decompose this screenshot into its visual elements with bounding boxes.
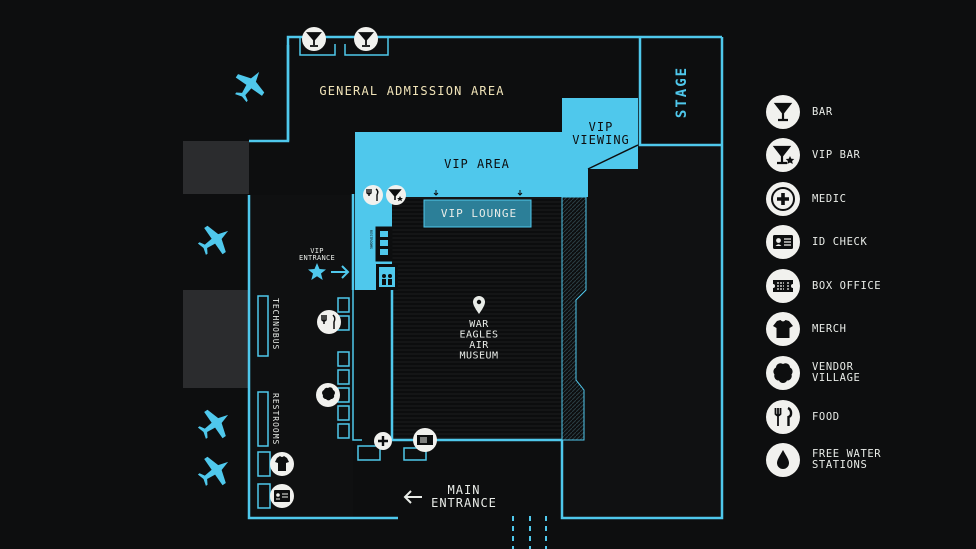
museum-building xyxy=(392,197,562,440)
legend-item-id-check: ID CHECK xyxy=(766,224,966,260)
map-food-icon[interactable] xyxy=(317,310,341,334)
map-box-office-icon[interactable] xyxy=(413,428,437,452)
legend-item-merch: MERCH xyxy=(766,311,966,347)
legend-label: BAR xyxy=(812,105,833,118)
main-entrance-arrow-icon xyxy=(403,490,422,504)
merch-icon xyxy=(766,312,800,346)
food-icon xyxy=(766,400,800,434)
general-admission-label: GENERAL ADMISSION AREA xyxy=(319,84,504,98)
legend-item-medic: MEDIC xyxy=(766,181,966,217)
legend-item-water: FREE WATER STATIONS xyxy=(766,442,966,478)
vip-area-label: VIP AREA xyxy=(444,157,510,171)
medic-icon xyxy=(766,182,800,216)
vip-viewing-divider xyxy=(587,144,639,170)
technobus-label: TECHNOBUS xyxy=(271,298,280,350)
vip-lounge-label[interactable]: VIP LOUNGE xyxy=(441,207,517,220)
location-pin xyxy=(473,296,485,314)
legend-label: VIP BAR xyxy=(812,148,861,161)
legend-item-bar: BAR xyxy=(766,94,966,130)
stage-label: STAGE xyxy=(674,66,690,118)
vip-lounge[interactable] xyxy=(423,199,532,228)
legend-label: MEDIC xyxy=(812,192,847,205)
vip-restrooms-label: RESTROOMS xyxy=(369,230,373,249)
map-merch-icon[interactable] xyxy=(270,452,294,476)
parking-block-top xyxy=(183,141,249,194)
legend-label: BOX OFFICE xyxy=(812,279,882,292)
map-bar-icon[interactable] xyxy=(302,27,326,51)
map-food-icon[interactable] xyxy=(363,185,383,205)
vip-entrance-arrow-icon xyxy=(331,265,350,279)
map-vip-bar-icon[interactable] xyxy=(386,185,406,205)
venue-outline xyxy=(247,35,724,520)
legend-label: MERCH xyxy=(812,322,847,335)
map-medic-icon[interactable] xyxy=(374,432,392,450)
map-vendor-village-icon[interactable] xyxy=(316,383,340,407)
vip-entrance-star-icon xyxy=(308,263,326,280)
water-icon xyxy=(766,443,800,477)
vip-chairs xyxy=(433,190,523,196)
bar-icon xyxy=(766,95,800,129)
legend-label: FREE WATER STATIONS xyxy=(812,448,882,471)
vendor-village-icon xyxy=(766,356,800,390)
left-corridor xyxy=(249,195,353,520)
right-zone xyxy=(562,145,722,518)
vip-bar-icon xyxy=(766,138,800,172)
legend-item-food: FOOD xyxy=(766,399,966,435)
inner-outline xyxy=(257,37,427,509)
legend-label: VENDOR VILLAGE xyxy=(812,361,861,384)
restrooms-label: RESTROOMS xyxy=(271,393,280,445)
museum-ramp xyxy=(561,196,587,441)
map-bar-icon[interactable] xyxy=(354,27,378,51)
legend-label: FOOD xyxy=(812,410,840,423)
id-check-icon xyxy=(766,225,800,259)
legend-label: ID CHECK xyxy=(812,235,868,248)
parking-block-bottom xyxy=(183,290,249,388)
vip-area xyxy=(355,98,638,290)
legend-item-box-office: BOX OFFICE xyxy=(766,268,966,304)
map-id-check-icon[interactable] xyxy=(270,484,294,508)
box-office-icon xyxy=(766,269,800,303)
legend-item-vendor-village: VENDOR VILLAGE xyxy=(766,355,966,391)
legend-item-vip-bar: VIP BAR xyxy=(766,137,966,173)
